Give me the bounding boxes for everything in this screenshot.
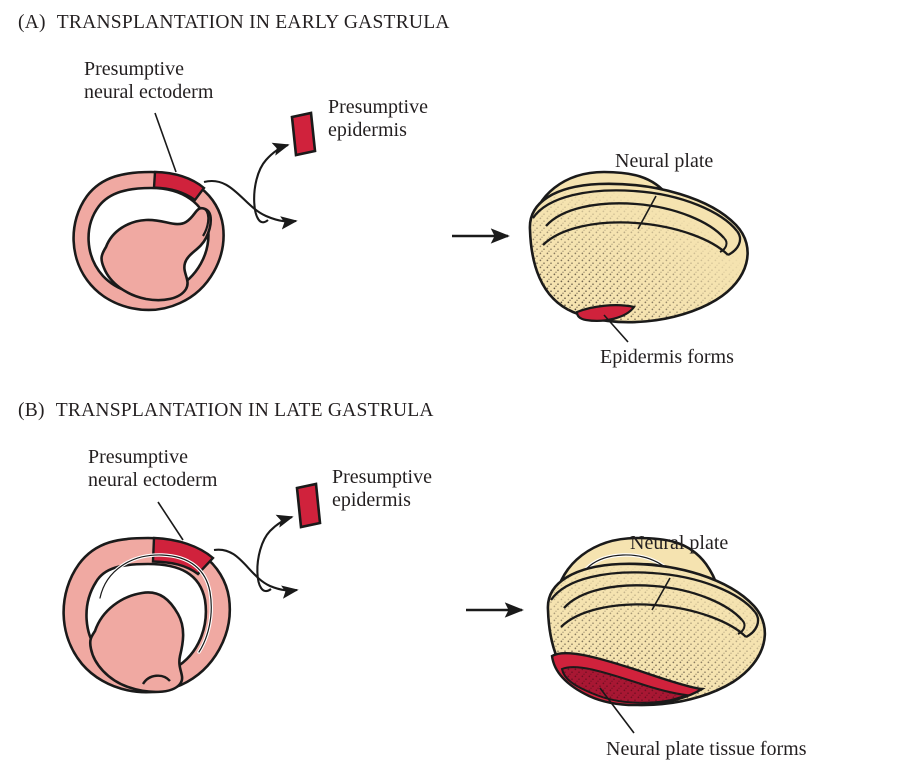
secondary-neural-stipple-b [562, 667, 686, 703]
leader-line-epidermis-forms-a [603, 314, 629, 343]
label-donor-region-a: Presumptive neural ectoderm [84, 58, 214, 104]
donor-blastopore-lip [202, 208, 210, 237]
label-neural-plate-b: Neural plate [630, 532, 729, 554]
neural-fold-outer-b [550, 571, 756, 613]
leader-line-neural-plate-b [651, 577, 671, 611]
result-neurula-b [546, 562, 767, 707]
donor-endoderm-mass [100, 206, 213, 302]
neural-plate-groove-a [542, 221, 729, 256]
transplant-arrow-out-b [213, 548, 299, 599]
transplant-arrow-out-a [203, 179, 298, 230]
leader-line-donor-region-a [154, 112, 177, 173]
label-result-b: Neural plate tissue forms [606, 738, 807, 760]
donor-late-blastopore [141, 674, 171, 685]
panel-a-illustration [72, 111, 749, 343]
leader-line-neural-plate-a [637, 195, 657, 230]
epidermis-forms-patch-a [575, 304, 636, 322]
graft-block-a [290, 111, 317, 157]
donor-late-presumptive-neural-ectoderm [151, 536, 215, 576]
donor-archenteron-outline [99, 554, 212, 653]
donor-late-endoderm [88, 591, 185, 694]
panel-b-title-text: TRANSPLANTATION IN LATE GASTRULA [55, 400, 434, 421]
panel-a-early-gastrula: (A) TRANSPLANTATION IN EARLY GASTRULA [18, 12, 749, 368]
panel-b-illustration [62, 482, 767, 734]
panel-a-title: (A) TRANSPLANTATION IN EARLY GASTRULA [18, 12, 450, 34]
donor-embryo-early-gastrula [72, 170, 225, 312]
panel-a-title-text: TRANSPLANTATION IN EARLY GASTRULA [56, 12, 450, 33]
label-graft-block-b: Presumptive epidermis [332, 466, 432, 512]
donor-embryo-late-gastrula [62, 536, 232, 694]
neural-fold-join-b [745, 611, 760, 639]
label-graft-block-a: Presumptive epidermis [328, 96, 428, 142]
neural-fold-mid-b [563, 584, 743, 621]
panel-b-tag: (B) [18, 400, 45, 421]
neural-fold-join2-a [719, 237, 728, 253]
leader-line-donor-region-b [157, 501, 184, 541]
label-epidermis-forms-a: Epidermis forms [600, 346, 734, 368]
label-donor-region-b: Presumptive neural ectoderm [88, 446, 218, 492]
graft-block-b [295, 482, 322, 529]
neural-fold-mid-a [545, 202, 725, 239]
donor-presumptive-neural-ectoderm-segment [152, 170, 206, 202]
neural-fold-join-a [727, 230, 742, 257]
transplant-arrow-in-b [256, 514, 294, 593]
neural-fold-join2-b [737, 619, 746, 635]
panel-a-tag: (A) [18, 12, 46, 33]
transplant-arrow-in-a [253, 142, 290, 224]
result-neurula-a [528, 182, 749, 324]
leader-line-result-b [599, 687, 635, 734]
neural-fold-outer-a [532, 189, 738, 232]
label-neural-plate-a: Neural plate [615, 150, 714, 172]
panel-b-late-gastrula: (B) TRANSPLANTATION IN LATE GASTRULA [0, 388, 904, 778]
panel-b-title: (B) TRANSPLANTATION IN LATE GASTRULA [18, 400, 434, 422]
